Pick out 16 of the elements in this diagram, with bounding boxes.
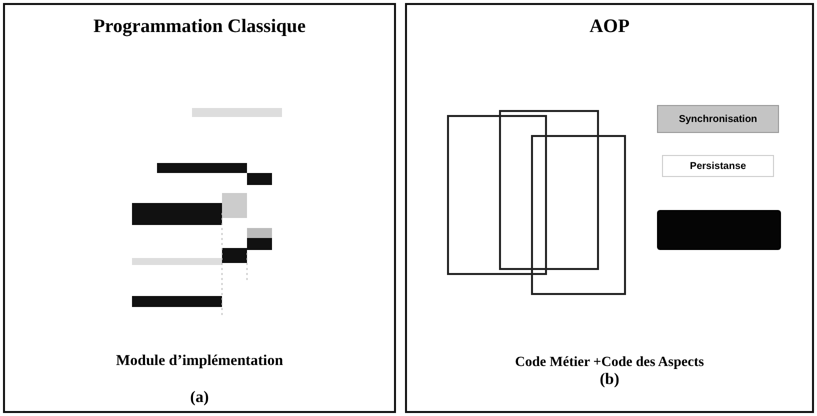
panel (3, 3, 396, 413)
code-rectangle (447, 115, 547, 275)
aspect-label: Persistanse (690, 160, 746, 172)
panel (405, 3, 814, 413)
aspect-box (657, 105, 779, 133)
aspect-label: Synchronisation (678, 114, 758, 124)
panel-caption: Module d’implémentation (114, 353, 284, 370)
panel-label: (a) (189, 389, 210, 407)
panel-label: (b) (598, 371, 620, 389)
aspect-box (657, 210, 781, 250)
panel-title: AOP (588, 17, 631, 38)
code-rectangle (531, 135, 626, 295)
panel-caption: Code Métier +Code des Aspects (514, 355, 705, 370)
aspect-box (662, 155, 774, 177)
panel-title: Programmation Classique (92, 17, 307, 38)
code-rectangle (499, 110, 599, 270)
